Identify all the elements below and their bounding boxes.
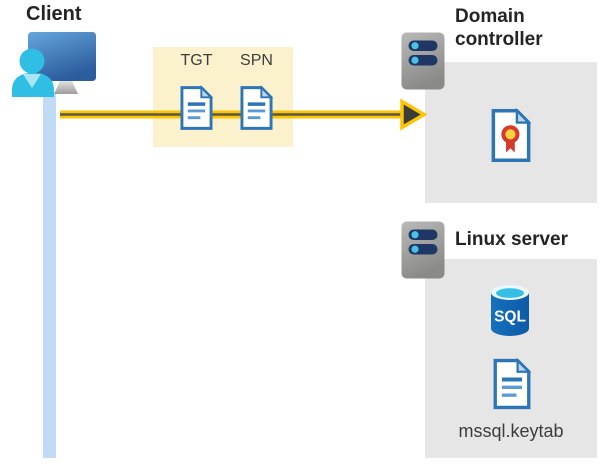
tgt-document-icon — [180, 85, 213, 130]
tgt-label: TGT — [180, 52, 213, 69]
client-label: Client — [26, 3, 82, 25]
keytab-label: mssql.keytab — [458, 421, 564, 441]
auth-request-arrow — [60, 98, 428, 131]
client-lifeline — [43, 92, 56, 458]
client-computer-icon — [12, 32, 96, 97]
domain-controller-label: Domain controller — [455, 6, 543, 50]
spn-label: SPN — [240, 52, 273, 69]
keytab-document-icon — [493, 358, 531, 410]
monitor-screen — [28, 32, 96, 81]
certificate-icon — [491, 108, 531, 162]
linux-server-label: Linux server — [455, 229, 568, 250]
linux-server-icon — [401, 221, 445, 279]
arrowhead — [400, 98, 428, 131]
sql-database-icon: SQL — [491, 285, 529, 336]
domain-controller-server-icon — [401, 32, 445, 90]
sql-label: SQL — [494, 309, 526, 326]
person-icon — [12, 48, 54, 97]
monitor-stand — [54, 81, 78, 94]
spn-document-icon — [240, 85, 273, 130]
